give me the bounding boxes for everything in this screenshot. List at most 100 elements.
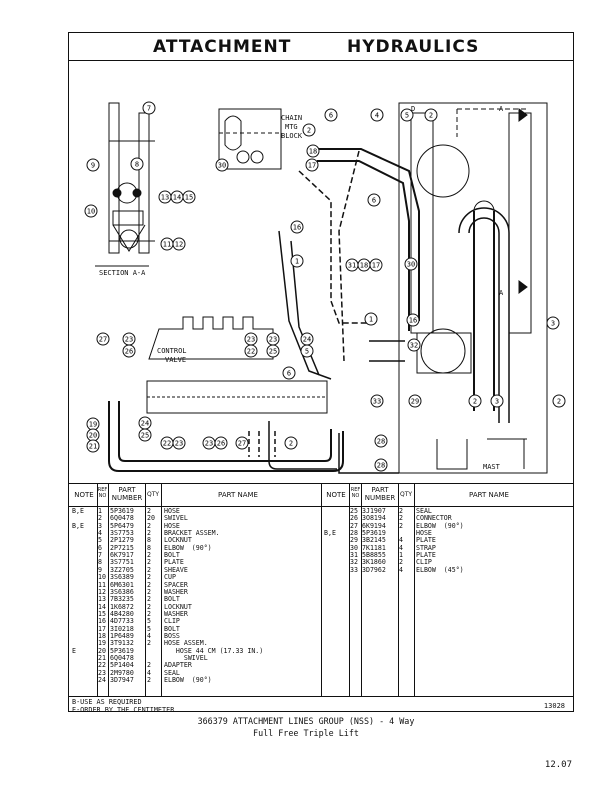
cell-ref: 8	[98, 558, 102, 567]
callout-25: 25	[266, 344, 280, 358]
cell-qty: 2	[147, 661, 151, 670]
hydraulic-diagram: SECTION A-A CHAIN MTG BLOCK CONTROL VALV…	[69, 61, 573, 483]
hdr-part-name-right: PART NAME	[469, 491, 509, 499]
callout-5: 5	[400, 108, 414, 122]
cell-name: HOSE ASSEM.	[164, 639, 208, 648]
cell-part: 5P1404	[110, 661, 134, 670]
marker-a-top: A	[499, 105, 504, 113]
cell-qty: 20	[147, 514, 155, 523]
callout-label: 2	[473, 398, 477, 406]
cell-qty: 2	[399, 521, 403, 530]
cell-name: WASHER	[164, 587, 188, 596]
cell-ref: 3	[98, 521, 102, 530]
cell-qty: 2	[147, 580, 151, 589]
callout-label: 17	[372, 262, 380, 270]
hdr-qty-right: QTY	[399, 491, 413, 498]
cell-name: CONNECTOR	[416, 514, 452, 523]
callout-label: 27	[238, 440, 246, 448]
cell-part: 3O8194	[362, 514, 386, 523]
cell-part: 5P3619	[110, 507, 134, 515]
footnote-e: E-ORDER BY THE CENTIMETER	[72, 706, 175, 714]
callout-label: 10	[87, 208, 95, 216]
marker-a-bottom: A	[499, 289, 504, 297]
cell-part: 3S7753	[110, 529, 134, 538]
chain-label-3: BLOCK	[281, 132, 303, 140]
callout-18: 18	[306, 144, 320, 158]
cell-part: 2M9780	[110, 668, 134, 677]
callout-label: 2	[307, 127, 311, 135]
hdr-qty: QTY	[146, 491, 160, 498]
callout-20: 20	[86, 428, 100, 442]
callout-2: 2	[284, 436, 298, 450]
parts-table: NOTE REF NO PART NUMBER QTY PART NAME NO…	[69, 483, 573, 714]
cell-name: LOCKNUT	[164, 536, 192, 545]
title-hydraulics: HYDRAULICS	[347, 37, 480, 57]
callout-28: 28	[374, 458, 388, 472]
callout-16: 16	[290, 220, 304, 234]
cell-name: ELBOW (90°)	[164, 676, 212, 685]
callout-label: 11	[163, 241, 171, 249]
callout-label: 1	[369, 316, 373, 324]
cell-ref: 4	[98, 529, 102, 538]
callout-26: 26	[122, 344, 136, 358]
callout-label: 22	[247, 348, 255, 356]
cell-name: SEAL	[164, 668, 180, 677]
cell-part: 3K1860	[362, 558, 386, 567]
cell-ref: 18	[98, 631, 106, 640]
caption-line-2: Full Free Triple Lift	[253, 728, 359, 738]
cell-part: 3D7947	[110, 676, 134, 685]
section-label: SECTION A-A	[99, 269, 146, 277]
callout-27: 27	[235, 436, 249, 450]
callout-label: 32	[410, 342, 418, 350]
cell-name: SPACER	[164, 580, 188, 589]
section-upright	[108, 102, 120, 254]
callout-23: 23	[244, 332, 258, 346]
footnote-b: B-USE AS REQUIRED	[72, 698, 142, 706]
cell-name: SHEAVE	[164, 565, 188, 574]
cell-ref: 14	[98, 602, 106, 611]
cell-part: 2P1279	[110, 536, 134, 545]
cell-part: 3D7962	[362, 565, 386, 574]
hdr-ref-right: REF NO	[350, 487, 361, 499]
cell-note: B,E	[72, 521, 84, 530]
cell-ref: 33	[350, 565, 358, 574]
cell-qty: 2	[147, 639, 151, 648]
cell-name: BOLT	[164, 624, 180, 633]
callout-24: 24	[300, 332, 314, 346]
callout-label: 23	[125, 336, 133, 344]
callout-22: 22	[244, 344, 258, 358]
cell-part: 3S7751	[110, 558, 134, 567]
cell-qty: 4	[399, 536, 403, 545]
cell-name: BOLT	[164, 551, 180, 560]
cell-name: ELBOW (45°)	[416, 565, 464, 574]
callout-label: 6	[329, 112, 333, 120]
cell-qty: 2	[147, 573, 151, 582]
cell-name: ELBOW (90°)	[416, 521, 464, 530]
hydraulic-schematic: SECTION A-A CHAIN MTG BLOCK CONTROL VALV…	[84, 101, 566, 474]
callout-label: 24	[141, 420, 149, 428]
callout-18: 18	[357, 258, 371, 272]
callout-label: 12	[175, 241, 183, 249]
cell-part: 3B2145	[362, 536, 386, 545]
cell-ref: 1	[98, 507, 102, 515]
cell-qty: 2	[147, 521, 151, 530]
cell-name: WASHER	[164, 609, 188, 618]
callout-label: 6	[287, 370, 291, 378]
cell-name: CUP	[164, 573, 176, 582]
cell-qty: 8	[147, 536, 151, 545]
cell-qty: 8	[147, 543, 151, 552]
callout-16: 16	[406, 313, 420, 327]
cell-ref: 26	[350, 514, 358, 523]
cell-qty: 1	[399, 551, 403, 560]
